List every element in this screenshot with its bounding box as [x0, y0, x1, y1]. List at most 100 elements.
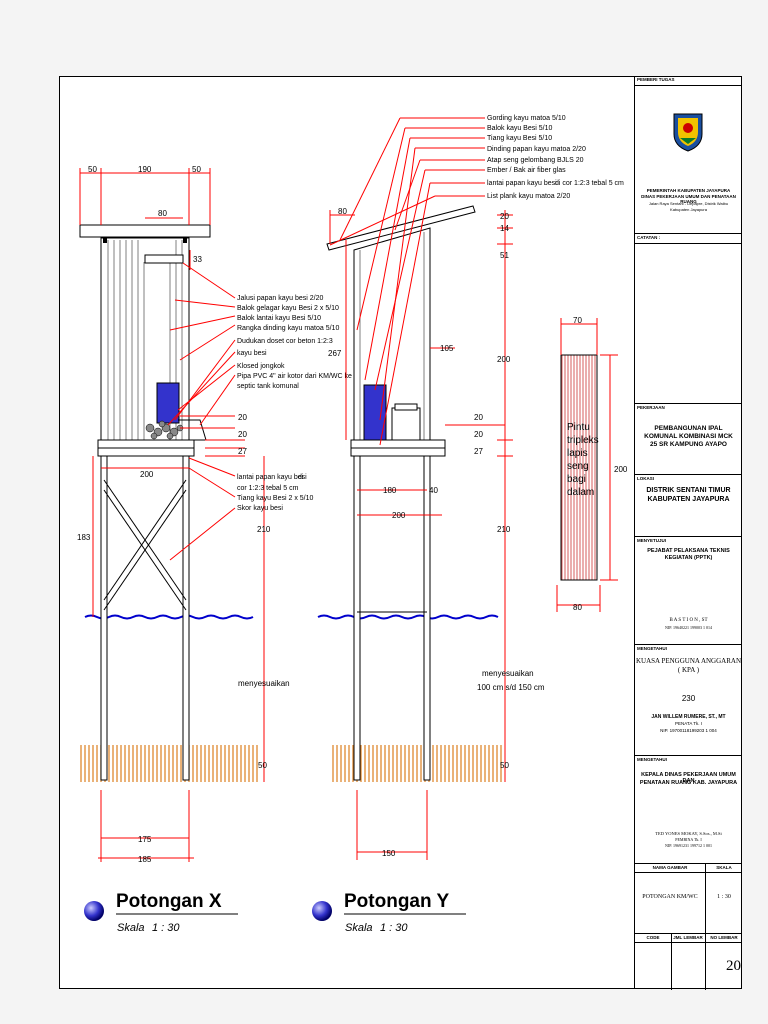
door-note-3: seng	[567, 461, 589, 472]
label-x-4: Dudukan doset cor beton 1:2:3	[237, 338, 333, 345]
dim-y-h-267: 267	[328, 349, 342, 358]
door-h: 200	[614, 465, 628, 474]
dim-y-h-27: 27	[474, 447, 483, 456]
dim-x-side-20a: 20	[238, 413, 247, 422]
dim-x-side-27: 27	[238, 447, 247, 456]
label-x-5: kayu besi	[237, 350, 267, 357]
dim-y-h-51: 51	[500, 251, 509, 260]
label-x-lower-2: cor 1:2:3 tebal 5 cm	[237, 485, 299, 492]
dim-x-inner: 80	[158, 209, 167, 218]
dim-y-h-105: 105	[440, 344, 454, 353]
catatan-label: CATATAN :	[637, 235, 661, 240]
label-x-6: Klosed jongkok	[237, 363, 285, 370]
kpa-1: ( KPA )	[677, 666, 700, 674]
pekerjaan-0: PEMBANGUNAN IPAL	[654, 425, 723, 432]
kpa-name: JAN WILLEM RUMERE, ST., MT	[651, 714, 726, 720]
pemberi-tugas-label: PEMBERI TUGAS	[637, 77, 675, 82]
dim-x-bottom-w1: 175	[138, 835, 152, 844]
label-x-3: Rangka dinding kayu matoa 5/10	[237, 325, 339, 332]
lokasi-0: DISTRIK SENTANI TIMUR	[646, 487, 731, 494]
dim-x-top-left: 50	[88, 165, 97, 174]
pekerjaan-1: KOMUNAL KOMBINASI MCK	[644, 433, 733, 440]
menyesuaikan-x: menyesuaikan	[238, 679, 290, 688]
title-block: PEMBERI TUGAS PEMERINTAH KABUPATEN JAYAP…	[634, 76, 742, 990]
label-x-7: Pipa PVC 4" air kotor dari KM/WC ke	[237, 373, 352, 380]
label-x-lower-0: lantai papan kayu besi	[237, 474, 307, 481]
dim-x-right-50: 50	[258, 761, 267, 770]
code-label: CODE	[646, 935, 660, 940]
pekerjaan-2: 25 SR KAMPUNG AYAPO	[650, 441, 727, 448]
door-elevation: 70 200 80 Pintu tripleks lapis seng bagi…	[556, 316, 628, 612]
no-lembar: 20	[726, 958, 741, 974]
label-y-5: Ember / Bak air fiber glas	[487, 167, 566, 174]
menyesuaikan-y: menyesuaikan	[482, 669, 534, 678]
label-y-6: lantai papan kayu besi	[487, 180, 557, 187]
label-x-0: Jalusi papan kayu besi 2/20	[237, 295, 323, 302]
door-w-bottom: 80	[573, 603, 582, 612]
door-note-1: tripleks	[567, 435, 599, 446]
label-x-2: Balok lantai kayu Besi 5/10	[237, 315, 321, 322]
section-y: 80 20 14 51 267 105 200 20 20 27 180 40 …	[312, 115, 624, 934]
dim-y-h-20b: 20	[474, 430, 483, 439]
dim-y-h-20a: 20	[474, 413, 483, 422]
kpa-0: KUASA PENGGUNA ANGGARAN	[635, 657, 741, 665]
kadis-1: PENATAAN RUANG KAB. JAYAPURA	[639, 780, 738, 786]
gov-line-2: DINAS PEKERJAAN UMUM DAN PENATAAN RUANG	[641, 194, 736, 204]
label-y-0: Gording kayu matoa 5/10	[487, 115, 566, 122]
section-x-scale-label: Skala	[117, 922, 145, 934]
label-y-1: Balok kayu Besi 5/10	[487, 125, 552, 132]
door-panel	[560, 354, 598, 581]
technical-drawing: 50 190 50 80 33 200 183 210 50 175 185 2…	[77, 115, 628, 934]
section-x-bullet-icon	[84, 901, 104, 921]
dim-x-leg-h: 210	[257, 525, 271, 534]
range-y: 100 cm s/d 150 cm	[477, 683, 545, 692]
dim-x-height: 183	[77, 533, 91, 542]
skala-label: SKALA	[716, 865, 732, 870]
label-y-4: Atap seng gelombang BJLS 20	[487, 157, 584, 164]
pptk-0: PEJABAT PELAKSANA TEKNIS	[647, 548, 730, 554]
water-line-y	[317, 614, 499, 620]
dim-x-floor-w: 200	[140, 470, 154, 479]
dim-y-w-180: 180	[383, 486, 397, 495]
section-y-bullet-icon	[312, 901, 332, 921]
dim-x-bottom-w2: 185	[138, 855, 152, 864]
kadis-0: KEPALA DINAS PEKERJAAN UMUM DAN	[641, 772, 736, 784]
kpa-rank: PENATA Tk. I	[674, 721, 702, 726]
label-x-lower-1: di	[298, 474, 304, 481]
dim-y-w-150: 150	[382, 849, 396, 858]
label-y-2: Tiang kayu Besi 5/10	[487, 135, 552, 142]
door-note-0: Pintu	[567, 422, 590, 433]
dim-y-w-40: 40	[429, 486, 438, 495]
label-y-3: Dinding papan kayu matoa 2/20	[487, 146, 586, 153]
water-line-x	[84, 614, 254, 620]
section-y-title: Potongan Y	[344, 891, 450, 912]
dim-y-h-210: 210	[497, 525, 511, 534]
door-note-4: bagi	[567, 474, 586, 485]
section-x: 50 190 50 80 33 200 183 210 50 175 185 2…	[77, 165, 352, 934]
skala-value: 1 : 30	[717, 894, 731, 900]
pptk-name: B A S T I O N , ST	[669, 618, 708, 623]
dim-x-top-mid: 190	[138, 165, 152, 174]
dim-y-left-80: 80	[338, 207, 347, 216]
menyetujui-label: MENYETUJUI	[637, 538, 667, 543]
water-tank-x	[156, 382, 180, 424]
door-note-2: lapis	[567, 448, 588, 459]
no-lembar-label: NO LEMBAR	[710, 935, 738, 940]
dim-y-h-20: 20	[500, 212, 509, 221]
dim-y-h-200: 200	[497, 355, 511, 364]
door-w-top: 70	[573, 316, 582, 325]
dim-y-w-200: 200	[392, 511, 406, 520]
dim-y-h-14: 14	[500, 224, 509, 233]
dim-y-h-50: 50	[500, 761, 509, 770]
lokasi-1: KABUPATEN JAYAPURA	[647, 496, 730, 503]
kadis-nip: NIP. 19691231 199712 1 001	[664, 843, 712, 848]
address-2: Kabupaten Jayapura	[670, 207, 707, 212]
address-1: Jalan Raya Sentani - Depapre, Distrik Wa…	[648, 201, 729, 206]
dim-x-top-right: 50	[192, 165, 201, 174]
dim-x-side-20b: 20	[238, 430, 247, 439]
section-x-scale-value: 1 : 30	[152, 922, 180, 934]
pptk-nip: NIP. 19640221 199003 1 014	[664, 625, 712, 630]
label-y-8: List plank kayu matoa 2/20	[487, 193, 570, 200]
section-y-scale-value: 1 : 30	[380, 922, 408, 934]
mengetahui2-label: MENGETAHUI	[637, 757, 667, 762]
